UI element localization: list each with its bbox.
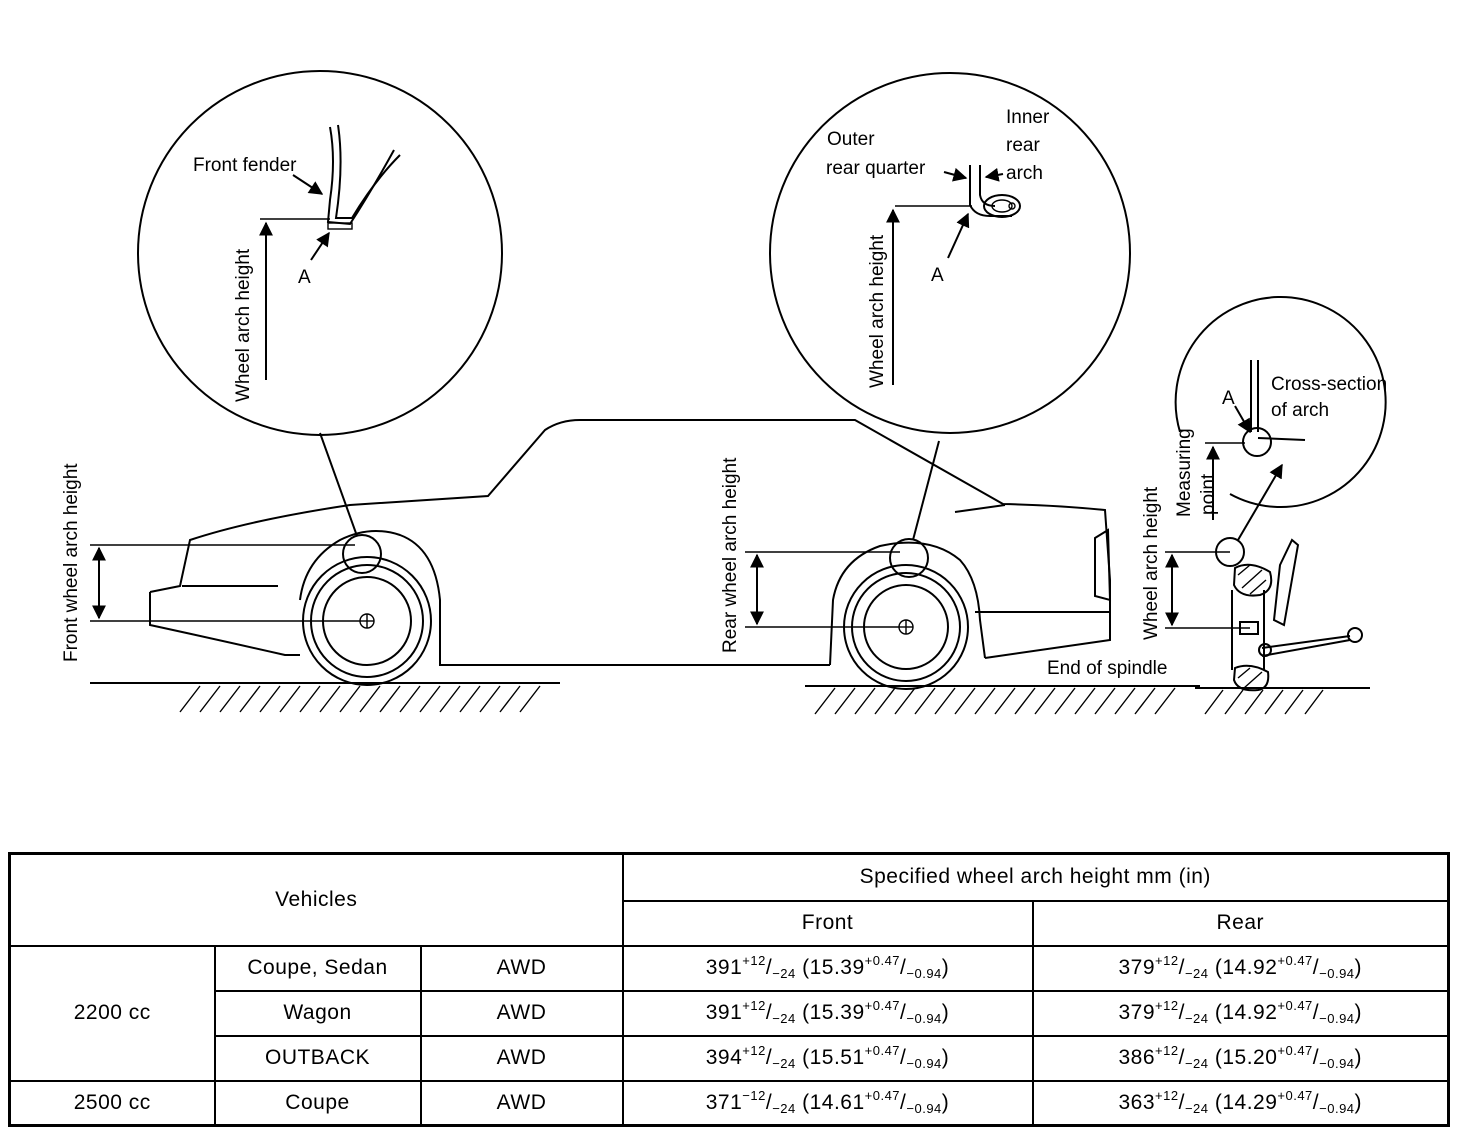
body-cell: Coupe	[213, 1079, 422, 1127]
cross-section-point-a-label: A	[1222, 388, 1235, 409]
ground-front	[90, 682, 560, 713]
cross-section-label-2: of arch	[1271, 400, 1329, 421]
rear-value-cell: 363+12/−24 (14.29+0.47/−0.94)	[1031, 1079, 1450, 1127]
wheel-arch-height-diagram: Front wheel arch height Rear wheel arch …	[61, 70, 1387, 715]
engine-cell: 2500 cc	[8, 1079, 216, 1127]
rear-header: Rear	[1031, 899, 1450, 947]
table-row: 2200 cc Coupe, Sedan AWD 391+12/−24 (15.…	[8, 944, 1450, 1082]
rear-quarter-detail	[769, 72, 1131, 434]
cross-section-label-1: Cross-section	[1271, 374, 1387, 395]
front-fender-detail	[137, 70, 503, 436]
front-header: Front	[621, 899, 1034, 947]
rear-wheel-arch-height-label: Rear wheel arch height	[720, 457, 741, 653]
rear-arch-point-circle	[889, 538, 929, 578]
drive-cell: AWD	[419, 989, 624, 1037]
table-subheader-row: Front Rear	[10, 899, 1450, 947]
rear-value-cell: 379+12/−24 (14.92+0.47/−0.94)	[1031, 944, 1450, 992]
drive-cell: AWD	[419, 944, 624, 992]
rear-detail-wheel-arch-height-label: Wheel arch height	[867, 234, 888, 388]
wheel-arch-height-table: Vehicles Specified wheel arch height mm …	[8, 852, 1451, 1127]
specified-height-header: Specified wheel arch height mm (in)	[621, 852, 1450, 902]
ground-detail	[1195, 687, 1370, 715]
end-of-spindle-label: End of spindle	[1047, 658, 1167, 679]
rear-arch-height-dimension	[745, 551, 900, 628]
vehicles-header: Vehicles	[8, 852, 624, 947]
outer-rear-quarter-label-2: rear quarter	[826, 158, 926, 179]
body-cell: Wagon	[213, 989, 422, 1037]
front-arch-height-dimension	[90, 544, 360, 622]
rear-value-cell: 386+12/−24 (15.20+0.47/−0.94)	[1031, 1034, 1450, 1082]
inner-rear-arch-label-3: arch	[1006, 163, 1043, 184]
body-cell: OUTBACK	[213, 1034, 422, 1082]
front-wheel-arch-height-label: Front wheel arch height	[61, 463, 82, 662]
inner-rear-arch-label-1: Inner	[1006, 107, 1050, 128]
table-row: OUTBACK AWD 394+12/−24 (15.51+0.47/−0.94…	[10, 1034, 1450, 1082]
front-value-cell: 371−12/−24 (14.61+0.47/−0.94)	[621, 1079, 1034, 1127]
table-row: Wagon AWD 391+12/−24 (15.39+0.47/−0.94) …	[10, 989, 1450, 1037]
engine-cell: 2200 cc	[8, 944, 216, 1082]
cross-section-detail	[1165, 296, 1387, 692]
measuring-point-label-1: Measuring	[1174, 428, 1195, 517]
ground-rear	[805, 685, 1200, 715]
car-body	[149, 419, 1112, 666]
table-header-row: Vehicles Specified wheel arch height mm …	[8, 852, 1450, 947]
measuring-point-label-2: point	[1198, 473, 1219, 515]
inner-rear-arch-label-2: rear	[1006, 135, 1040, 156]
front-detail-wheel-arch-height-label: Wheel arch height	[233, 248, 254, 402]
rear-detail-point-a-label: A	[931, 265, 944, 286]
body-cell: Coupe, Sedan	[213, 944, 422, 992]
front-fender-label: Front fender	[193, 155, 297, 176]
table-row: 2500 cc Coupe AWD 371−12/−24 (14.61+0.47…	[8, 1079, 1450, 1127]
front-value-cell: 391+12/−24 (15.39+0.47/−0.94)	[621, 944, 1034, 992]
drive-cell: AWD	[419, 1079, 624, 1127]
front-value-cell: 394+12/−24 (15.51+0.47/−0.94)	[621, 1034, 1034, 1082]
front-value-cell: 391+12/−24 (15.39+0.47/−0.94)	[621, 989, 1034, 1037]
rear-value-cell: 379+12/−24 (14.92+0.47/−0.94)	[1031, 989, 1450, 1037]
side-wheel-arch-height-label: Wheel arch height	[1141, 486, 1162, 640]
front-detail-point-a-label: A	[298, 267, 311, 288]
drive-cell: AWD	[419, 1034, 624, 1082]
front-arch-point-circle	[342, 534, 382, 574]
outer-rear-quarter-label-1: Outer	[827, 129, 875, 150]
